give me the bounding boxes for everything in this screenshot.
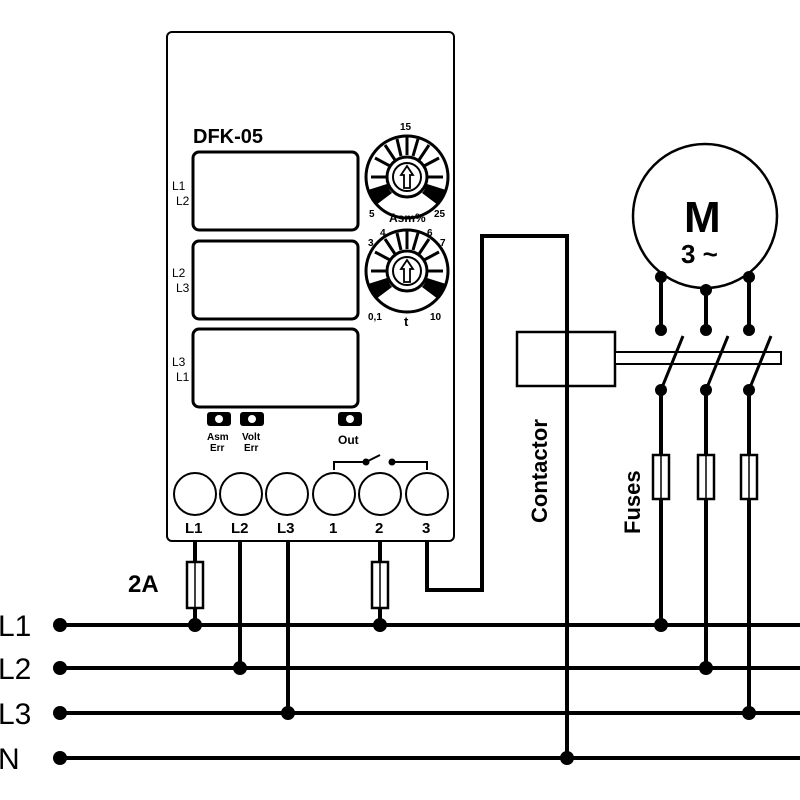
- led-volt-label-1: Volt: [242, 432, 261, 443]
- fuse-rating-label: 2A: [128, 571, 159, 598]
- display-1-line-a: L1: [172, 179, 186, 193]
- display-1: [191, 150, 360, 232]
- knob-time-t4: 4: [380, 228, 386, 239]
- knob-asym-mid: 15: [400, 122, 412, 133]
- motor-branches: [659, 277, 751, 713]
- display-2-line-a: L2: [172, 266, 186, 280]
- knob-time[interactable]: [364, 228, 450, 314]
- line-label-l2: L2: [0, 653, 31, 686]
- led-volt-err: [240, 412, 264, 426]
- terminal-l2[interactable]: [219, 472, 263, 516]
- display-2: [191, 239, 360, 321]
- knob-asym-label: Asm%: [389, 211, 426, 225]
- terminals: [173, 472, 449, 516]
- device-dfk05: DFK-05 L1 L2 L2 L3 L3 L1: [166, 31, 455, 542]
- supply-lines: [60, 623, 800, 760]
- knob-asym-max: 25: [434, 209, 446, 220]
- terminal-label-3: 3: [422, 520, 430, 537]
- knob-time-label: t: [404, 314, 409, 329]
- terminal-label-l2: L2: [231, 520, 249, 537]
- terminal-label-l1: L1: [185, 520, 203, 537]
- led-out-label: Out: [338, 433, 359, 447]
- contactor-label: Contactor: [527, 419, 552, 523]
- led-out: [338, 412, 362, 426]
- led-asym-label-2: Err: [210, 443, 225, 454]
- motor-phase: 3 ~: [681, 239, 718, 269]
- relay-output-symbol: [333, 454, 428, 470]
- display-3-line-a: L3: [172, 355, 186, 369]
- motor: M 3 ~: [631, 142, 779, 290]
- led-asym-label-1: Asm: [207, 432, 229, 443]
- terminal-label-1: 1: [329, 520, 337, 537]
- contactor-link-bar: [614, 351, 782, 365]
- display-1-line-b: L2: [176, 194, 190, 208]
- display-3-line-b: L1: [176, 370, 190, 384]
- motor-fuses: [651, 453, 759, 501]
- line-label-l3: L3: [0, 698, 31, 731]
- terminal-label-2: 2: [375, 520, 383, 537]
- knob-time-t6: 6: [427, 228, 433, 239]
- knob-time-min: 0,1: [368, 312, 382, 323]
- terminal-l1[interactable]: [173, 472, 217, 516]
- wire-junctions: [188, 618, 574, 765]
- terminal-label-l3: L3: [277, 520, 295, 537]
- knob-time-max: 10: [430, 312, 442, 323]
- knob-asym[interactable]: [364, 134, 450, 220]
- contactor-main-contacts: [659, 335, 773, 391]
- device-model: DFK-05: [193, 126, 263, 148]
- led-volt-label-2: Err: [244, 443, 259, 454]
- fuses-label: Fuses: [620, 470, 645, 534]
- line-label-n: N: [0, 743, 20, 776]
- knob-time-t3: 3: [368, 238, 374, 249]
- terminal-1[interactable]: [312, 472, 356, 516]
- line-label-l1: L1: [0, 610, 31, 643]
- led-asym-err: [207, 412, 231, 426]
- terminal-l3[interactable]: [265, 472, 309, 516]
- motor-terminal-dots: [654, 271, 756, 720]
- display-3: [191, 327, 360, 409]
- display-2-line-b: L3: [176, 281, 190, 295]
- motor-letter: M: [684, 193, 721, 242]
- terminal-2[interactable]: [358, 472, 402, 516]
- knob-time-t7: 7: [440, 238, 446, 249]
- knob-asym-min: 5: [369, 209, 375, 220]
- supply-line-ends: [53, 618, 67, 765]
- terminal-3[interactable]: [405, 472, 449, 516]
